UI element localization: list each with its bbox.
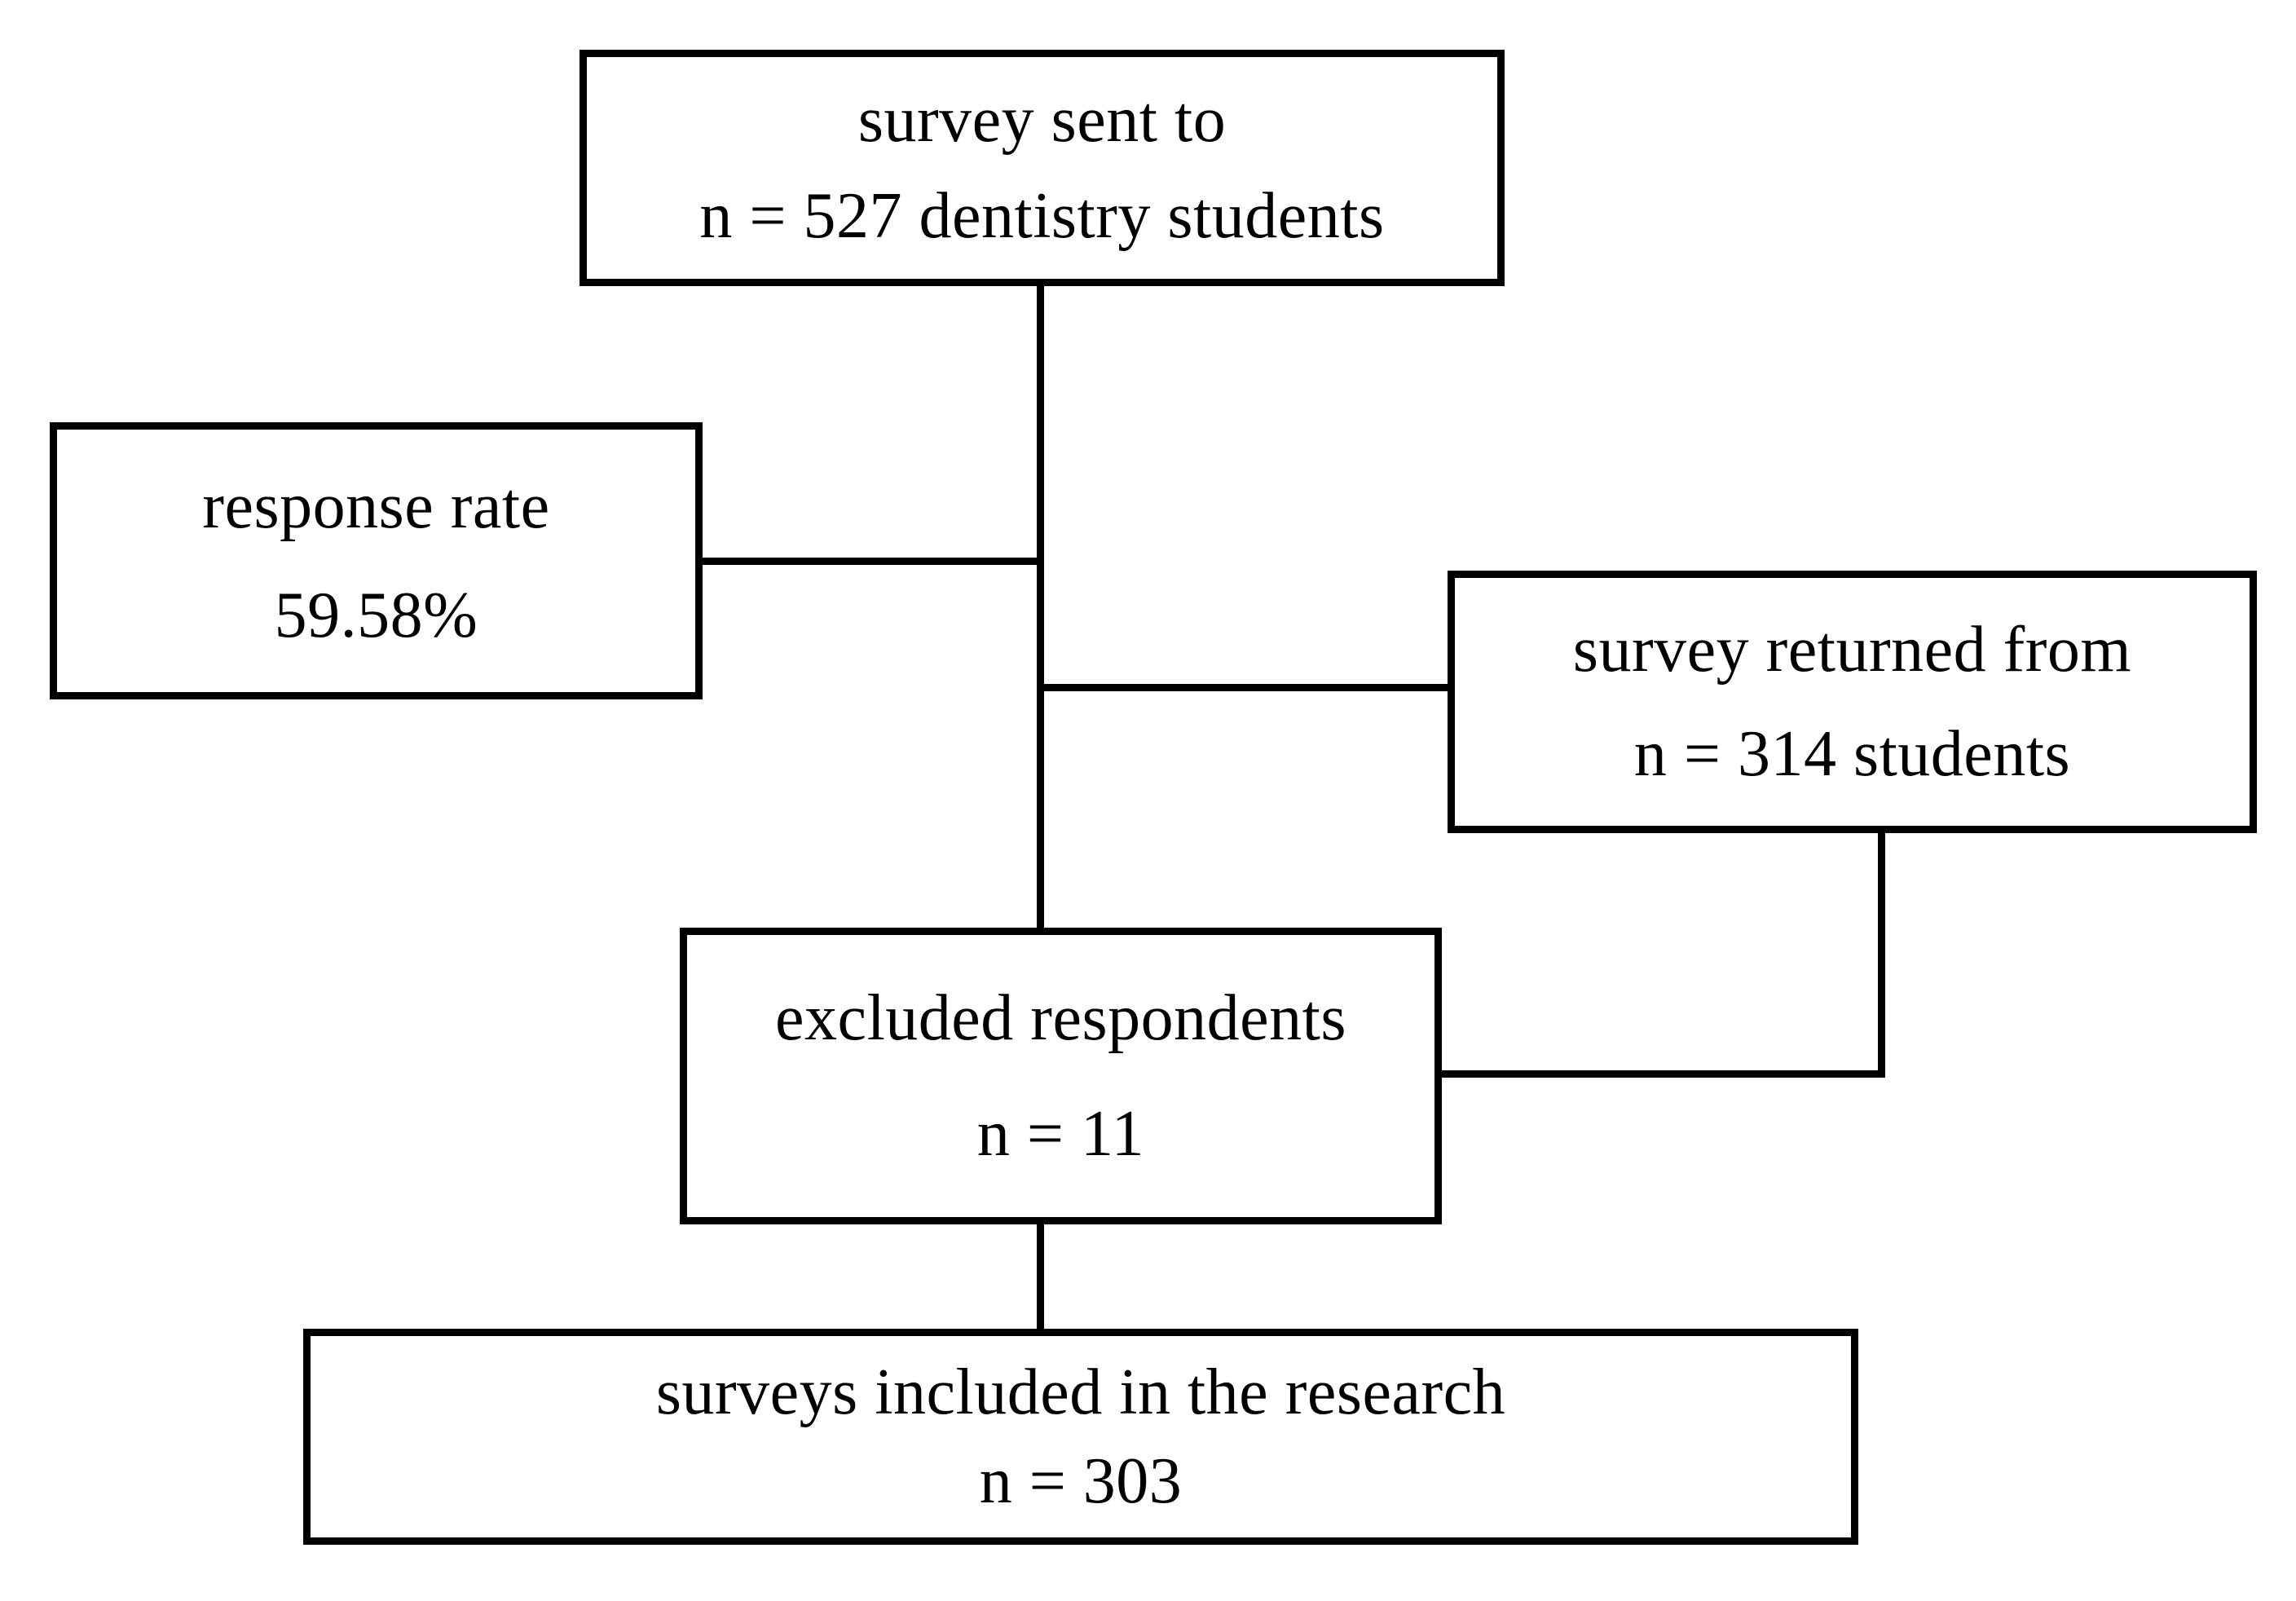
connector-to-survey-returned-horizontal [1037, 684, 1451, 691]
connector-response-rate-horizontal [699, 558, 1044, 565]
response-rate-label: response rate [202, 470, 550, 542]
connector-survey-returned-down-vertical [1878, 830, 1885, 1078]
survey-sent-label: survey sent to [857, 84, 1227, 157]
response-rate-value: 59.58% [274, 580, 478, 651]
connector-excluded-to-included-vertical [1037, 1221, 1044, 1332]
survey-returned-count: n = 314 students [1633, 718, 2071, 790]
connector-returned-to-excluded-horizontal [1439, 1070, 1885, 1078]
flow-box-response-rate: response rate 59.58% [50, 422, 703, 699]
excluded-respondents-label: excluded respondents [775, 982, 1346, 1054]
survey-sent-count: n = 527 dentistry students [699, 179, 1385, 252]
connector-sent-to-excluded-vertical [1037, 284, 1044, 931]
flow-box-survey-returned: survey returned from n = 314 students [1448, 571, 2257, 833]
survey-returned-label: survey returned from [1572, 614, 2132, 686]
surveys-included-label: surveys included in the research [655, 1356, 1506, 1428]
flow-box-survey-sent: survey sent to n = 527 dentistry student… [580, 50, 1505, 286]
flow-box-surveys-included: surveys included in the research n = 303 [303, 1329, 1858, 1545]
flow-box-excluded-respondents: excluded respondents n = 11 [680, 928, 1442, 1224]
excluded-respondents-count: n = 11 [976, 1098, 1145, 1170]
surveys-included-count: n = 303 [979, 1445, 1183, 1517]
